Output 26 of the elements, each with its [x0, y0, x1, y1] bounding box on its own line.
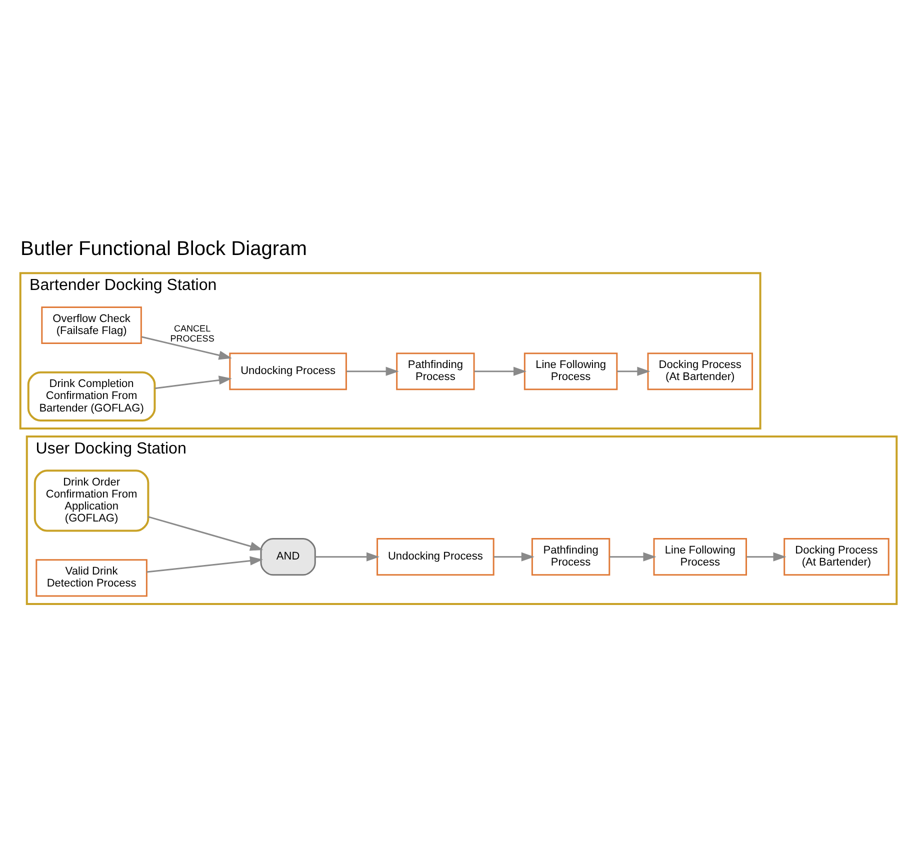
node-box: Pathfinding Process — [531, 538, 610, 576]
diagram-title: Butler Functional Block Diagram — [20, 238, 307, 260]
arrow — [474, 366, 527, 376]
edge-label: CANCEL PROCESS — [170, 322, 214, 343]
node-box: Docking Process (At Bartender) — [784, 538, 890, 576]
node-box: Line Following Process — [524, 352, 618, 390]
arrow — [617, 366, 650, 376]
arrow — [746, 552, 786, 561]
arrow — [610, 552, 656, 561]
node-box: Overflow Check (Failsafe Flag) — [41, 306, 142, 344]
node-box: AND — [260, 538, 316, 576]
arrow — [154, 375, 232, 389]
node-box: Undocking Process — [229, 352, 347, 390]
arrow — [146, 556, 264, 572]
node-box: Valid Drink Detection Process — [36, 558, 148, 596]
node-box: Drink Completion Confirmation From Bartender (GOFLAG) — [27, 370, 156, 421]
node-box: Line Following Process — [653, 538, 747, 576]
arrow — [346, 366, 399, 376]
arrow — [141, 336, 232, 360]
node-box: Pathfinding Process — [396, 352, 475, 390]
arrow — [148, 516, 264, 550]
node-box: Undocking Process — [376, 538, 494, 576]
node-box: Drink Order Confirmation From Application (GOFLAG) — [34, 469, 150, 532]
node-box: Docking Process (At Bartender) — [647, 352, 754, 390]
arrow — [315, 552, 380, 561]
arrow — [494, 552, 534, 561]
